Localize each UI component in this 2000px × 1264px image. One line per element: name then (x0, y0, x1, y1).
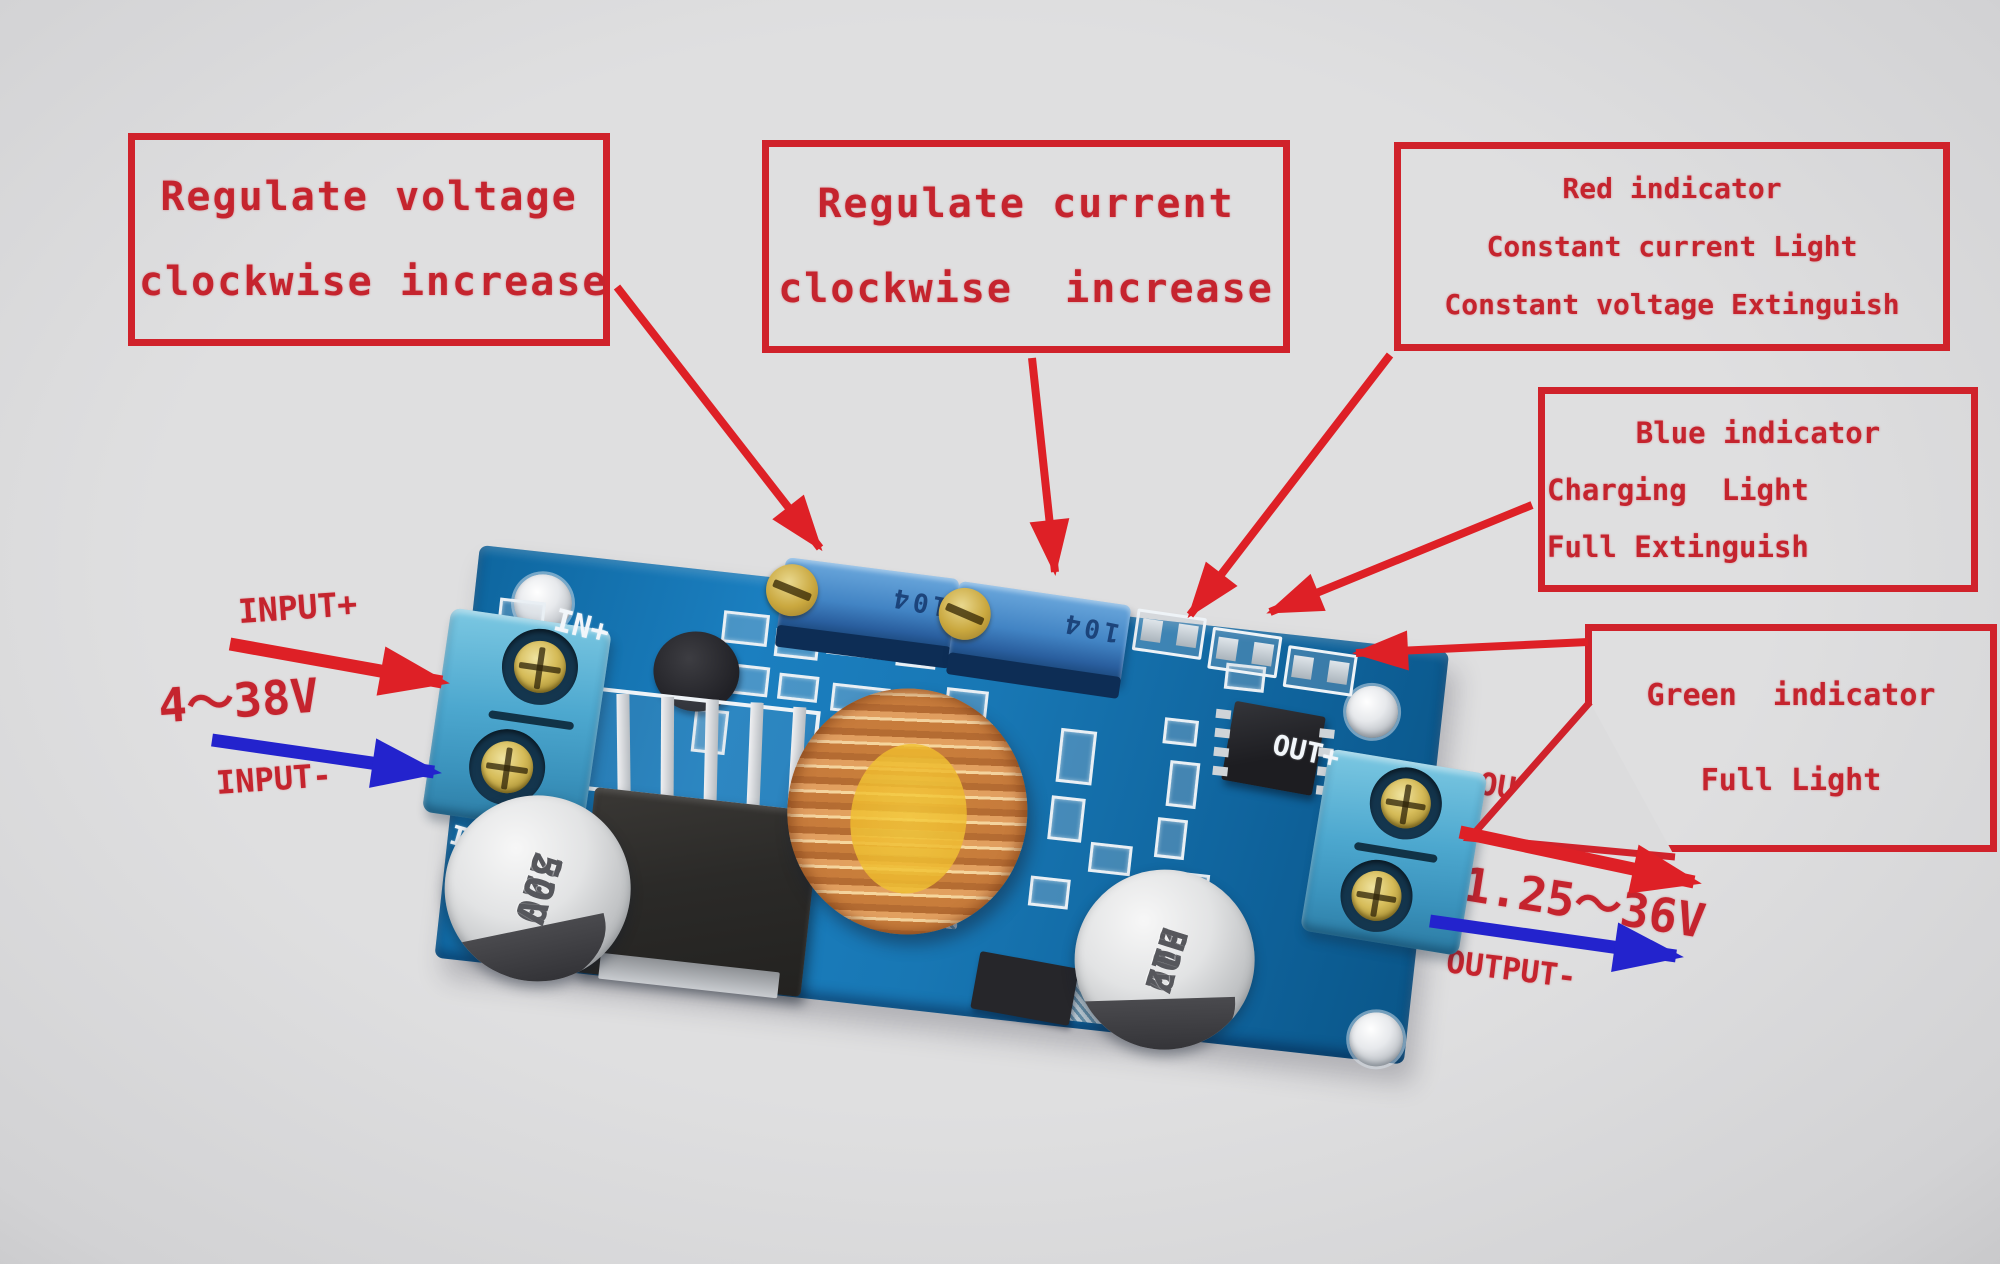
callout-line: Green indicator (1646, 678, 1936, 713)
arrow-blue-indicator (1266, 501, 1534, 616)
callout-blue-indicator: Blue indicator Charging Light Full Extin… (1538, 387, 1978, 592)
callout-line: Charging Light (1547, 472, 1809, 507)
blue-led-pad (1207, 626, 1283, 679)
callout-line: Blue indicator (1635, 415, 1881, 450)
input-range-label: 4〜38V (156, 668, 321, 735)
output-terminal-block[interactable] (1299, 748, 1488, 956)
soic8-pin (1213, 746, 1230, 758)
pcb-board: 104 104 IN+ IN- OUT+ (421, 545, 1488, 1070)
regulator-leg (616, 693, 631, 795)
callout-regulate-voltage: Regulate voltage clockwise increase (128, 133, 610, 346)
arrow-regulate-current (1028, 357, 1070, 576)
smd-pad (776, 672, 820, 703)
callout-line: clockwise increase (139, 259, 609, 306)
regulator-leg (660, 696, 675, 799)
callout-red-indicator: Red indicator Constant current Light Con… (1394, 142, 1950, 351)
callout-line: Full Light (1700, 763, 1882, 798)
potentiometer-marking: 104 (1058, 606, 1123, 648)
callout-line: Red indicator (1562, 171, 1782, 205)
input-minus-label: INPUT- (214, 756, 333, 802)
voltage-potentiometer[interactable]: 104 (762, 557, 960, 669)
smd-pad (1153, 817, 1189, 861)
smd-diode (970, 950, 1080, 1026)
soic8-pin (1212, 765, 1229, 777)
regulator-leg (703, 699, 719, 804)
arrow-red-indicator (1186, 352, 1394, 619)
smd-pad (1165, 760, 1201, 810)
mounting-hole-bottom-right (1346, 1009, 1406, 1070)
terminal-divider (488, 709, 575, 731)
smd-pad (1027, 875, 1071, 910)
red-led-pad (1131, 608, 1208, 661)
callout-line: Regulate current (817, 180, 1235, 227)
output-range-label: 1.25〜36V (1458, 857, 1710, 950)
callout-line: Regulate voltage (160, 173, 578, 220)
callout-line: Constant voltage Extinguish (1444, 288, 1900, 322)
callout-line: clockwise increase (778, 266, 1274, 313)
callout-line: Full Extinguish (1547, 529, 1809, 564)
callout-regulate-current: Regulate current clockwise increase (762, 140, 1290, 353)
callout-line: Constant current Light (1486, 229, 1858, 263)
soic8-pin (1215, 708, 1232, 720)
smd-pad (1055, 727, 1098, 786)
input-plus-label: INPUT+ (236, 583, 359, 632)
smd-pad (720, 610, 771, 648)
potentiometer-base (774, 624, 952, 669)
smd-pad (1162, 717, 1200, 747)
current-potentiometer[interactable]: 104 (935, 580, 1132, 699)
voltage-adjust-screw[interactable] (762, 561, 822, 620)
soic8-pin (1214, 727, 1231, 739)
output-minus-label: OUTPUT- (1444, 944, 1579, 996)
green-led-pad (1282, 645, 1358, 697)
callout-green-indicator: Green indicator Full Light (1585, 624, 1997, 852)
smd-pad (1047, 795, 1086, 843)
